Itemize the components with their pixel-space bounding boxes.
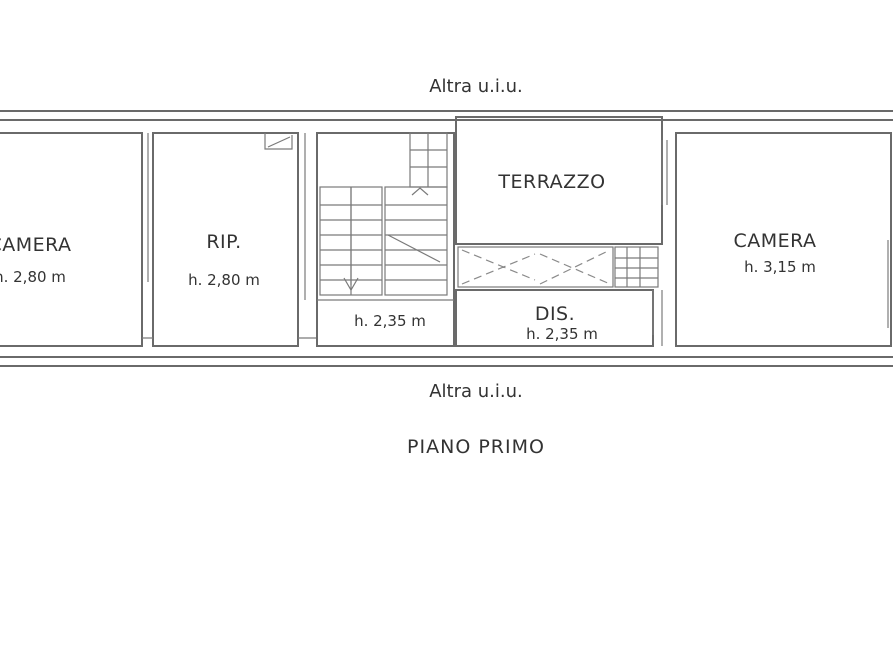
room-height-camera-left: h. 2,80 m <box>0 268 66 286</box>
staircase <box>319 132 448 296</box>
room-label-rip: RIP. <box>206 231 241 253</box>
room-height-camera-right: h. 3,15 m <box>744 258 816 276</box>
room-height-rip: h. 2,80 m <box>188 271 260 289</box>
floor-title: PIANO PRIMO <box>407 436 545 458</box>
exterior-walls <box>0 110 893 367</box>
room-height-stairs: h. 2,35 m <box>354 312 426 330</box>
room-stairs <box>316 132 455 347</box>
room-label-camera-right: CAMERA <box>733 230 816 252</box>
room-height-dis: h. 2,35 m <box>526 325 598 343</box>
room-label-camera-left: CAMERA <box>0 234 72 256</box>
room-camera-right <box>675 132 892 347</box>
room-camera-left <box>0 132 143 347</box>
room-label-terrazzo: TERRAZZO <box>497 171 605 193</box>
room-label-dis: DIS. <box>535 303 575 325</box>
corridor <box>457 246 659 288</box>
window-marker <box>264 133 293 150</box>
room-ripostiglio <box>152 132 299 347</box>
neighbor-label-top: Altra u.i.u. <box>429 76 523 97</box>
neighbor-label-bottom: Altra u.i.u. <box>429 381 523 402</box>
